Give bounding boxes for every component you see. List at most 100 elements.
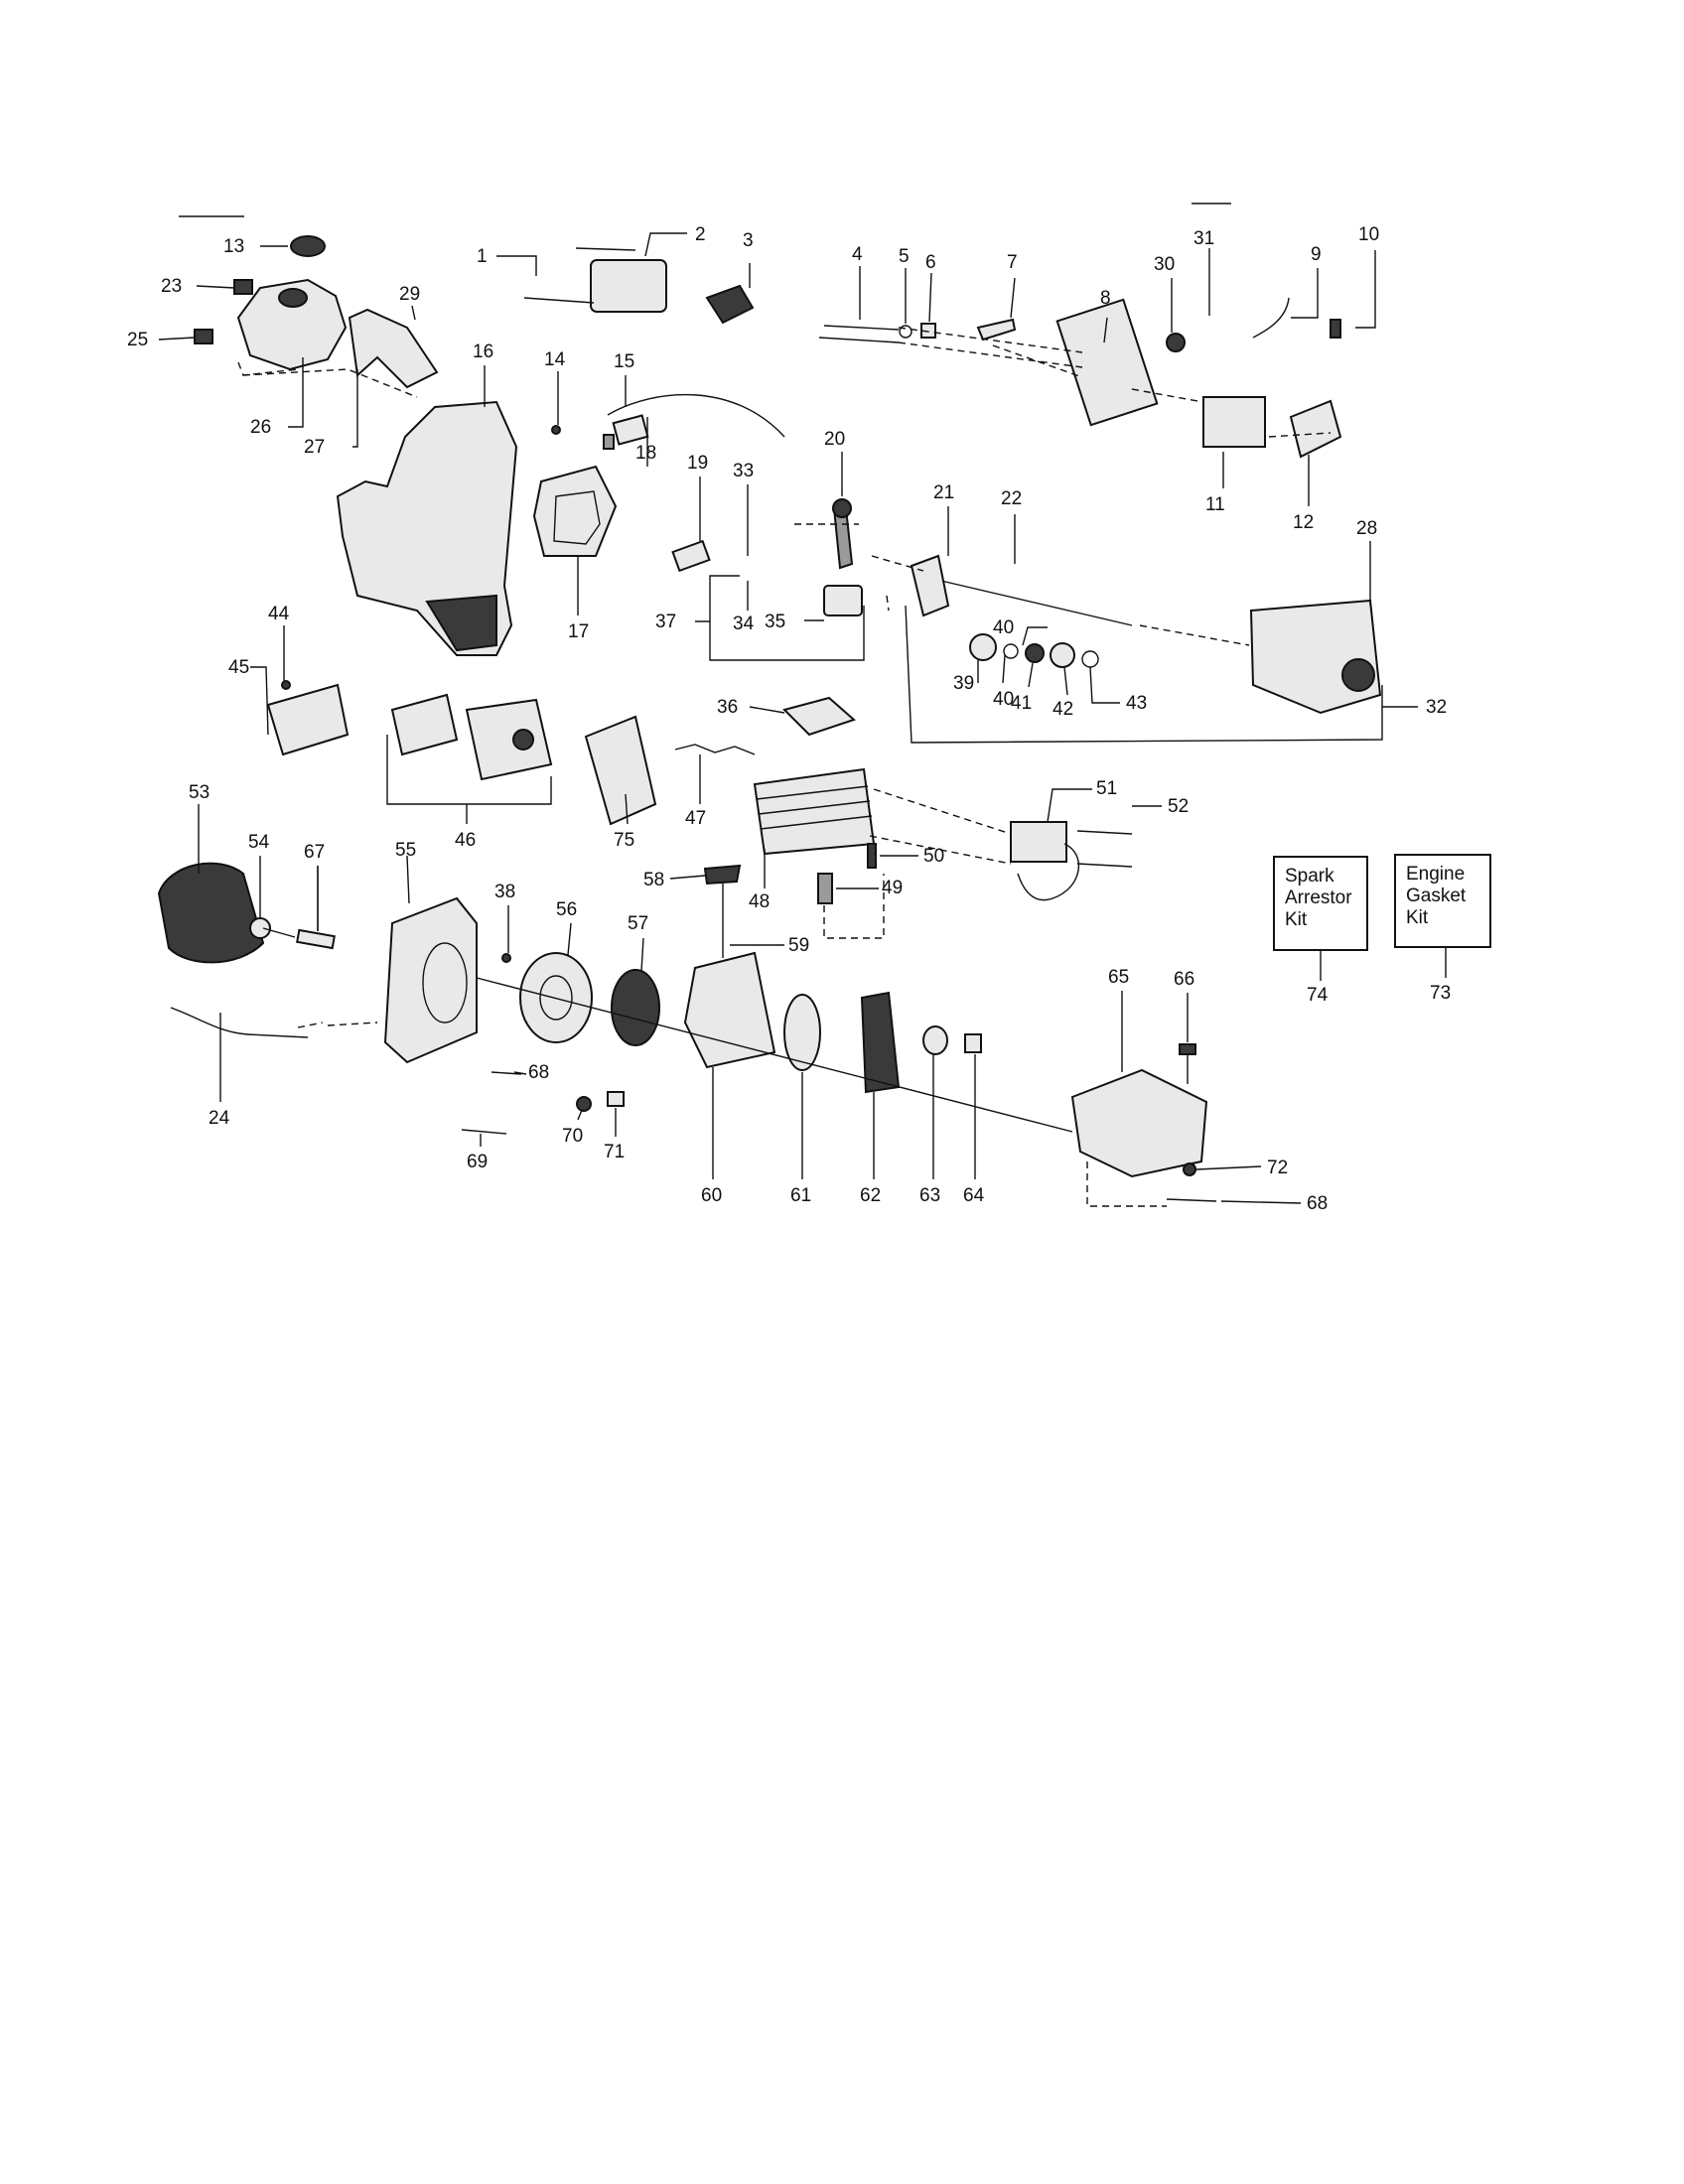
clutch-57-drawing [611, 969, 660, 1046]
part-label-25: 25 [127, 330, 148, 350]
kit-line: Spark [1285, 866, 1334, 887]
part-label-33: 33 [733, 461, 754, 481]
part-label-13: 13 [223, 236, 244, 257]
part-label-51: 51 [1096, 778, 1117, 799]
part-label-50: 50 [923, 846, 944, 867]
part-label-73: 73 [1430, 983, 1451, 1004]
part-label-9: 9 [1311, 244, 1322, 265]
muffler-cover-2-drawing [590, 259, 667, 313]
gasket-36-drawing [782, 696, 856, 737]
wire-24-drawing [170, 1007, 309, 1038]
part-label-44: 44 [268, 604, 290, 624]
knob-30-drawing [1166, 333, 1186, 352]
kit-line: Engine [1406, 864, 1466, 885]
part-label-46: 46 [455, 830, 476, 851]
part-label-43: 43 [1126, 693, 1147, 714]
part-label-58: 58 [643, 870, 664, 890]
bracket-3-drawing [705, 284, 755, 325]
flywheel-53-drawing [157, 862, 265, 964]
screw-50-drawing [867, 843, 877, 869]
part-label-48: 48 [749, 891, 770, 912]
filter-46b-drawing [465, 698, 553, 781]
part-label-6: 6 [925, 252, 936, 273]
part-label-70: 70 [562, 1126, 583, 1147]
part-label-41: 41 [1011, 693, 1032, 714]
part-label-8: 8 [1100, 288, 1111, 309]
part-label-24: 24 [209, 1108, 230, 1129]
part-label-4: 4 [852, 244, 863, 265]
part-label-72: 72 [1267, 1158, 1288, 1178]
part-label-42: 42 [1052, 699, 1073, 720]
starter-housing-60-drawing [683, 951, 776, 1069]
part-label-1: 1 [477, 246, 488, 267]
gear-housing-65-drawing [1070, 1068, 1208, 1178]
ignition-coil-51-drawing [1010, 821, 1067, 863]
part-label-68b: 68 [1307, 1193, 1328, 1214]
part-label-63: 63 [919, 1185, 940, 1206]
part-label-15: 15 [614, 351, 634, 372]
part-label-11: 11 [1205, 494, 1225, 515]
part-label-3: 3 [743, 230, 754, 251]
part-label-31: 31 [1193, 228, 1214, 249]
leader-lines [158, 232, 1447, 1204]
part-label-71: 71 [604, 1142, 625, 1162]
part-label-21: 21 [933, 482, 954, 503]
part-label-7: 7 [1007, 252, 1018, 273]
tank-neck-drawing [278, 288, 308, 308]
part-10-drawing [1330, 319, 1341, 339]
part-label-52: 52 [1168, 796, 1189, 817]
washer-63-drawing [922, 1025, 948, 1055]
part-label-37: 37 [655, 612, 676, 632]
part-label-17: 17 [568, 621, 589, 642]
bracket-29-drawing [348, 308, 439, 389]
kit-line: Kit [1406, 907, 1429, 928]
part-label-56: 56 [556, 899, 577, 920]
nut-64-drawing [964, 1033, 982, 1053]
rewind-62-drawing [860, 991, 901, 1094]
part-label-64: 64 [963, 1185, 985, 1206]
part-label-47: 47 [685, 808, 706, 829]
filter-46a-drawing [390, 693, 459, 756]
part-label-27: 27 [304, 437, 325, 458]
part-label-26: 26 [250, 417, 271, 438]
cover-45-drawing [266, 683, 350, 756]
coil-lead-drawing [1017, 843, 1080, 901]
part-label-30: 30 [1154, 254, 1175, 275]
part-label-14: 14 [544, 349, 566, 370]
starter-handle-58-drawing [703, 864, 742, 886]
part-label-12: 12 [1293, 512, 1314, 533]
part-label-34: 34 [733, 614, 755, 634]
part-label-22: 22 [1001, 488, 1022, 509]
part-label-68a: 68 [528, 1062, 549, 1083]
part-label-20: 20 [824, 429, 845, 450]
part-label-40: 40 [993, 689, 1014, 710]
fitting-25-drawing [194, 329, 213, 344]
housing-55-drawing [383, 896, 478, 1064]
wire-15-drawing [607, 393, 785, 438]
part-label-2: 2 [695, 224, 706, 245]
part-label-59: 59 [788, 935, 809, 956]
piston-35-drawing [823, 585, 863, 616]
part-label-28: 28 [1356, 518, 1377, 539]
part-label-29: 29 [399, 284, 420, 305]
part-label-67: 67 [304, 842, 325, 863]
engine-gasket-kit-box: Engine Gasket Kit [1394, 854, 1491, 948]
spark-plug-49-drawing [817, 873, 833, 904]
part-label-54: 54 [248, 832, 270, 853]
disc-61-drawing [783, 994, 821, 1071]
link-7-drawing [976, 318, 1017, 341]
shroud-16-drawing [336, 400, 518, 656]
part-label-18: 18 [635, 443, 656, 464]
cylinder-48-drawing [753, 767, 876, 856]
part-label-40b: 40 [993, 617, 1014, 638]
plate-18-drawing [612, 414, 649, 446]
line-9-drawing [1252, 297, 1290, 339]
spark-arrestor-kit-box: Spark Arrestor Kit [1273, 856, 1368, 951]
shroud-grille-drawing [425, 594, 497, 652]
gasket-12-drawing [1289, 399, 1342, 459]
part-label-36: 36 [717, 697, 738, 718]
part-label-10: 10 [1358, 224, 1379, 245]
part-label-62: 62 [860, 1185, 881, 1206]
carburetor-11-drawing [1202, 396, 1266, 448]
